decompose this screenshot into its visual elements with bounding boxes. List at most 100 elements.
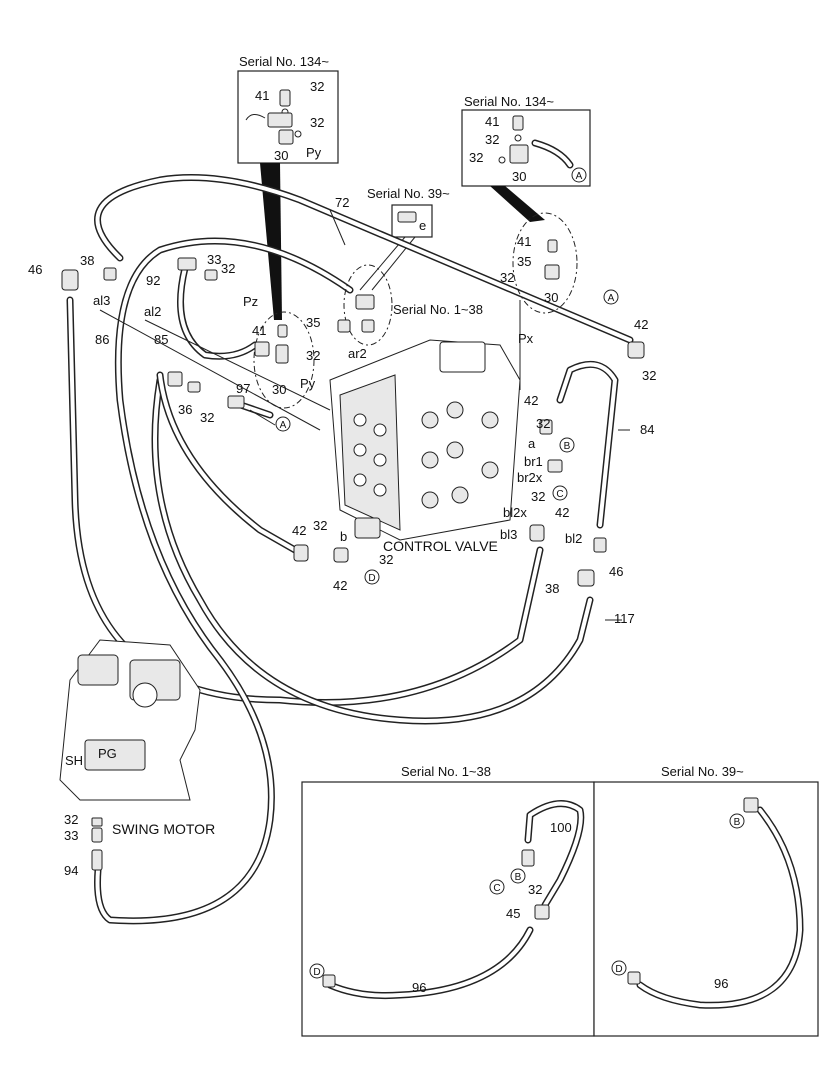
part-number: 85 [154,332,168,347]
port-label: Pz [243,294,258,309]
detail-circle-px [512,212,578,314]
detail-box-serial-39: Serial No. 39~ e [359,186,450,291]
part-number: 46 [28,262,42,277]
detail-box-serial-134-right: Serial No. 134~ 41 32 32 30 A [461,94,591,187]
port-label: a [528,436,536,451]
part-number: 86 [95,332,109,347]
part-number: 32 [528,882,542,897]
part-number: 45 [506,906,520,921]
part-number: 32 [310,115,324,130]
port-label: Py [306,145,322,160]
control-valve: CONTROL VALVE [329,339,521,554]
inset-serial-39: Serial No. 39~ 96 B D [593,764,819,1037]
port-label: bl2 [565,531,582,546]
leader-lines [99,209,630,621]
part-number: 96 [412,980,426,995]
callout-d: D [368,573,375,584]
callout-a: A [608,293,615,304]
port-label: br1 [524,454,543,469]
callout-a: A [280,420,287,431]
part-number: 42 [524,393,538,408]
swing-motor: SH PG SWING MOTOR [59,639,215,871]
part-number: 92 [146,273,160,288]
part-number: 41 [255,88,269,103]
part-number: 30 [544,290,558,305]
port-label: PG [98,746,117,761]
part-number: 32 [500,270,514,285]
callout-d: D [313,967,320,978]
callout-b: B [515,872,522,883]
part-number: 117 [614,611,635,626]
part-number: 46 [609,564,623,579]
serial-label: Serial No. 39~ [661,764,744,779]
part-number: 30 [272,382,286,397]
callout-b: B [564,441,571,452]
part-number: 41 [252,323,266,338]
part-number: 32 [536,416,550,431]
control-valve-label: CONTROL VALVE [383,538,498,554]
main-labels: 72 46 38 al3 92 33 32 Pz al2 86 85 41 35… [28,195,656,878]
part-number: 32 [306,348,320,363]
part-number: 32 [642,368,656,383]
part-number: 32 [531,489,545,504]
detail-circle-e [343,264,393,346]
hose-network [66,174,634,925]
serial-label: Serial No. 134~ [464,94,554,109]
part-number: 32 [200,410,214,425]
callout-c: C [556,489,563,500]
port-label: e [419,218,426,233]
callout-d: D [615,964,622,975]
part-number: 30 [512,169,526,184]
callout-b: B [734,817,741,828]
main-callouts: A A B C D [275,289,619,585]
part-number: 36 [178,402,192,417]
part-number: 41 [517,234,531,249]
part-number: 32 [379,552,393,567]
part-number: 38 [80,253,94,268]
detail-pointer [490,186,545,222]
port-label: Py [300,376,316,391]
port-label: al2 [144,304,161,319]
part-number: 35 [306,315,320,330]
part-number: 100 [550,820,572,835]
detail-circle-py [253,311,315,409]
port-label: SH [65,753,83,768]
part-number: 35 [517,254,531,269]
part-number: 84 [640,422,654,437]
part-number: 94 [64,863,78,878]
part-number: 42 [333,578,347,593]
part-number: 33 [64,828,78,843]
port-label: bl2x [503,505,527,520]
part-number: 32 [310,79,324,94]
part-number: 42 [634,317,648,332]
detail-pointer [260,163,282,320]
callout-c: C [493,883,500,894]
part-number: 38 [545,581,559,596]
port-label: ar2 [348,346,367,361]
part-number: 30 [274,148,288,163]
serial-label: Serial No. 134~ [239,54,329,69]
swing-motor-label: SWING MOTOR [112,821,215,837]
callout-a: A [576,171,583,182]
fittings [61,239,645,587]
part-number: 97 [236,381,250,396]
serial-label: Serial No. 1~38 [401,764,491,779]
part-number: 32 [485,132,499,147]
part-number: 42 [292,523,306,538]
inset-serial-1-38: Serial No. 1~38 100 32 45 96 B C D [301,764,595,1037]
part-number: 33 [207,252,221,267]
port-label: bl3 [500,527,517,542]
detail-box-serial-134-left: Serial No. 134~ 41 32 32 30 Py [237,54,339,164]
part-number: 32 [221,261,235,276]
part-number: 41 [485,114,499,129]
port-label: b [340,529,347,544]
serial-label: Serial No. 39~ [367,186,450,201]
part-number: 32 [313,518,327,533]
part-number: 96 [714,976,728,991]
part-number: 32 [64,812,78,827]
serial-label: Serial No. 1~38 [393,302,483,317]
port-label: al3 [93,293,110,308]
port-label: br2x [517,470,543,485]
part-number: 42 [555,505,569,520]
